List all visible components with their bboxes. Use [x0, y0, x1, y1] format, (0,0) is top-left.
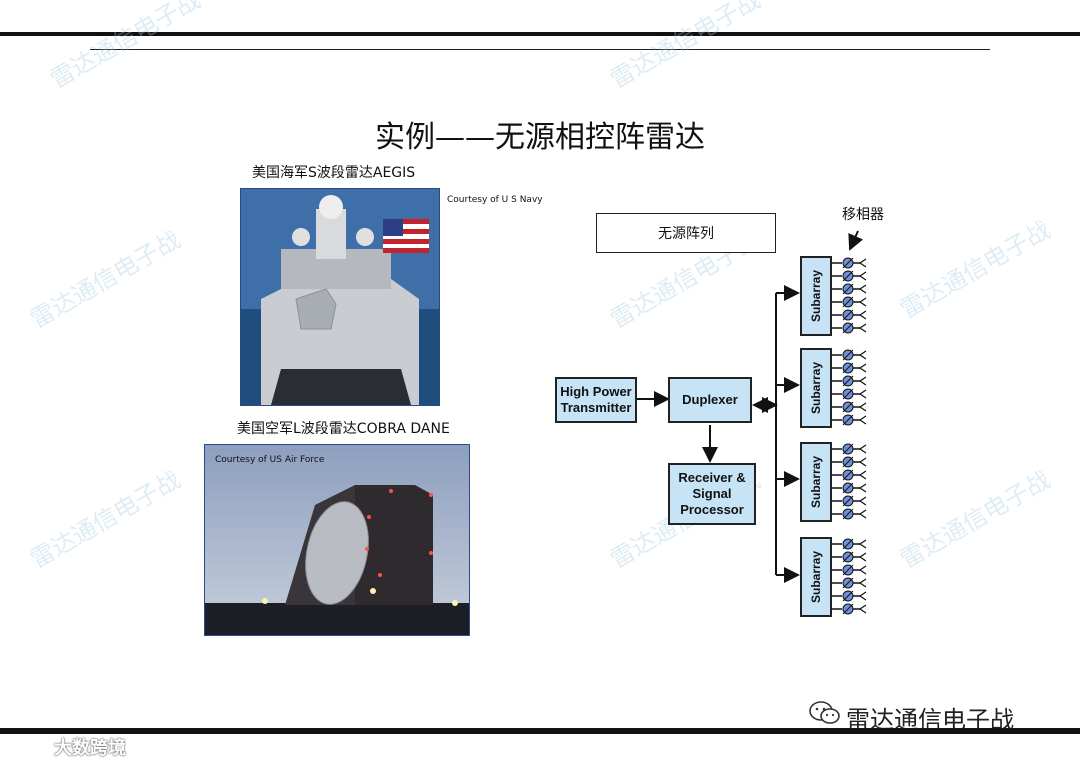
footer-brand: 大数跨境	[54, 738, 126, 759]
phase-shifter	[832, 564, 867, 576]
bottom-rule	[0, 728, 1080, 734]
phase-shifter	[832, 349, 867, 361]
watermark: 雷达通信电子战	[895, 465, 1055, 574]
phase-shifter	[832, 388, 867, 400]
phase-shifter-elements	[832, 257, 867, 615]
aegis-courtesy: Courtesy of U S Navy	[447, 195, 543, 205]
phase-shifter	[832, 590, 867, 602]
cobra-caption: 美国空军L波段雷达COBRA DANE	[237, 421, 450, 437]
subarray-label: Subarray	[809, 361, 823, 415]
phase-shifter	[832, 495, 867, 507]
header-rule	[90, 49, 990, 50]
watermark: 雷达通信电子战	[895, 215, 1055, 324]
subarray-3: Subarray	[800, 442, 832, 522]
phase-shifter	[832, 603, 867, 615]
subarray-1: Subarray	[800, 256, 832, 336]
watermark: 雷达通信电子战	[45, 0, 205, 94]
slide-title: 实例——无源相控阵雷达	[375, 120, 705, 155]
phase-shifter	[832, 482, 867, 494]
phase-shifter	[832, 283, 867, 295]
watermark: 雷达通信电子战	[25, 225, 185, 334]
phase-shifter	[832, 296, 867, 308]
duplexer-box: Duplexer	[668, 377, 752, 423]
wechat-icon	[808, 700, 842, 726]
phase-shifter	[832, 538, 867, 550]
phase-shifter	[832, 309, 867, 321]
receiver-box: Receiver & Signal Processor	[668, 463, 756, 525]
phase-shifter	[832, 322, 867, 334]
phase-shifter	[832, 551, 867, 563]
subarray-4: Subarray	[800, 537, 832, 617]
watermark: 雷达通信电子战	[605, 0, 765, 94]
phase-shifter	[832, 401, 867, 413]
subarray-label: Subarray	[809, 550, 823, 604]
phase-shifter	[832, 362, 867, 374]
phase-shifter	[832, 508, 867, 520]
aegis-ship-photo	[240, 188, 440, 406]
phase-shifter-label: 移相器	[842, 207, 884, 223]
top-rule	[0, 32, 1080, 36]
subarray-label: Subarray	[809, 269, 823, 323]
phase-shifter	[832, 257, 867, 269]
passive-array-label: 无源阵列	[596, 213, 776, 253]
cobra-dane-photo: Courtesy of US Air Force	[204, 444, 470, 636]
phase-shifter	[832, 469, 867, 481]
aegis-caption: 美国海军S波段雷达AEGIS	[252, 165, 416, 181]
phase-shifter	[832, 414, 867, 426]
footer-logo-icon	[8, 734, 50, 756]
diagram-connectors	[636, 230, 863, 583]
phase-shifter	[832, 577, 867, 589]
phase-shifter	[832, 443, 867, 455]
subarray-label: Subarray	[809, 455, 823, 509]
watermark: 雷达通信电子战	[25, 465, 185, 574]
phase-shifter	[832, 375, 867, 387]
cobra-courtesy: Courtesy of US Air Force	[215, 455, 325, 465]
subarray-2: Subarray	[800, 348, 832, 428]
phase-shifter	[832, 456, 867, 468]
phase-shifter	[832, 270, 867, 282]
transmitter-box: High Power Transmitter	[555, 377, 637, 423]
